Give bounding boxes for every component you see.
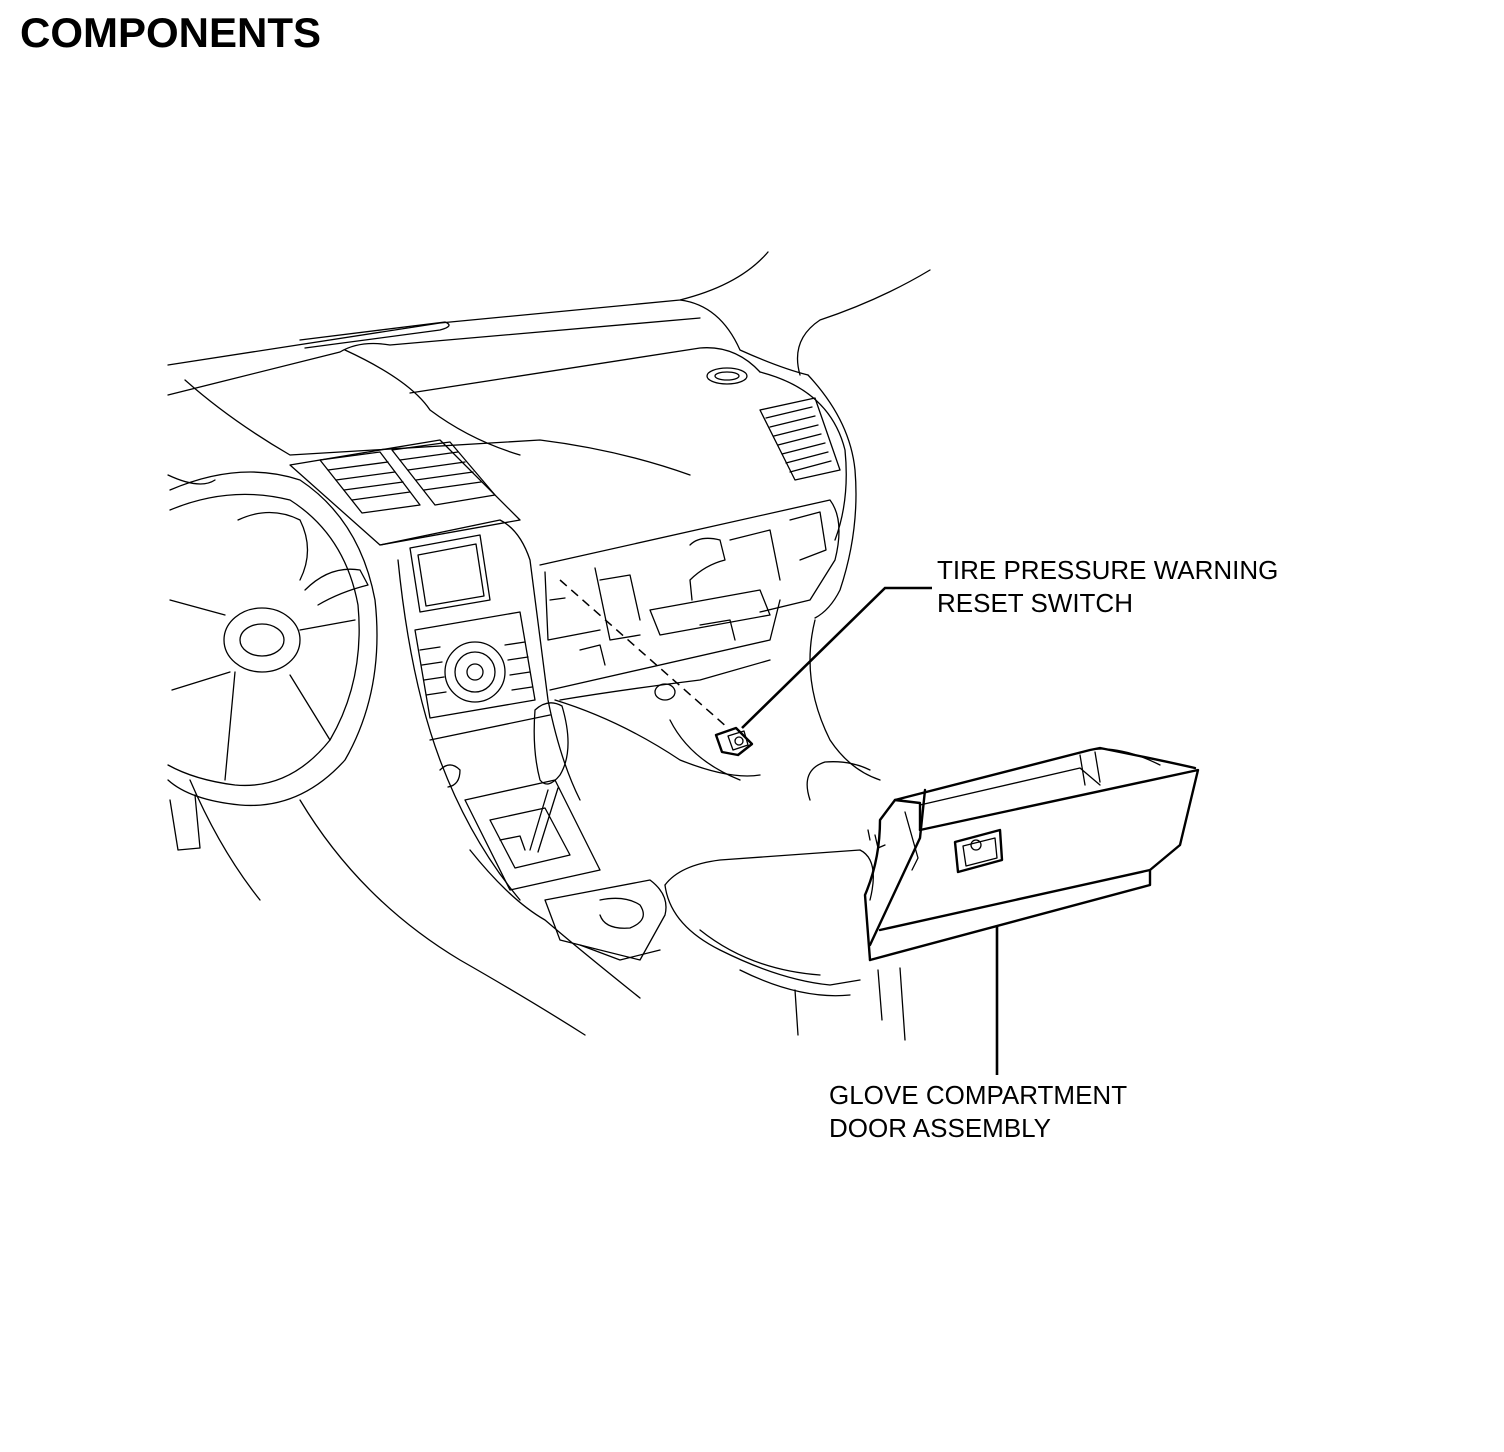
glove-box-opening (539, 499, 840, 701)
glove-compartment-door (863, 746, 1200, 962)
steering-wheel (167, 471, 378, 851)
switch-leader-line (741, 586, 932, 729)
tire-pressure-reset-switch (714, 726, 754, 757)
switch-callout-label: TIRE PRESSURE WARNING RESET SWITCH (937, 554, 1278, 620)
right-air-vent (759, 397, 841, 481)
switch-callout-line1: TIRE PRESSURE WARNING (937, 555, 1279, 585)
glovebox-callout-line1: GLOVE COMPARTMENT (829, 1080, 1128, 1110)
dashboard-top (167, 251, 931, 619)
lower-dash (189, 619, 881, 1036)
passenger-seat (664, 849, 906, 1041)
center-stack (379, 519, 581, 901)
switch-callout-line2: RESET SWITCH (937, 588, 1133, 618)
glovebox-callout-label: GLOVE COMPARTMENT DOOR ASSEMBLY (829, 1079, 1127, 1145)
center-air-vents (289, 439, 521, 546)
install-path-line (559, 579, 729, 729)
center-console (439, 702, 667, 999)
glovebox-callout-line2: DOOR ASSEMBLY (829, 1113, 1052, 1143)
page-title: COMPONENTS (20, 9, 322, 56)
